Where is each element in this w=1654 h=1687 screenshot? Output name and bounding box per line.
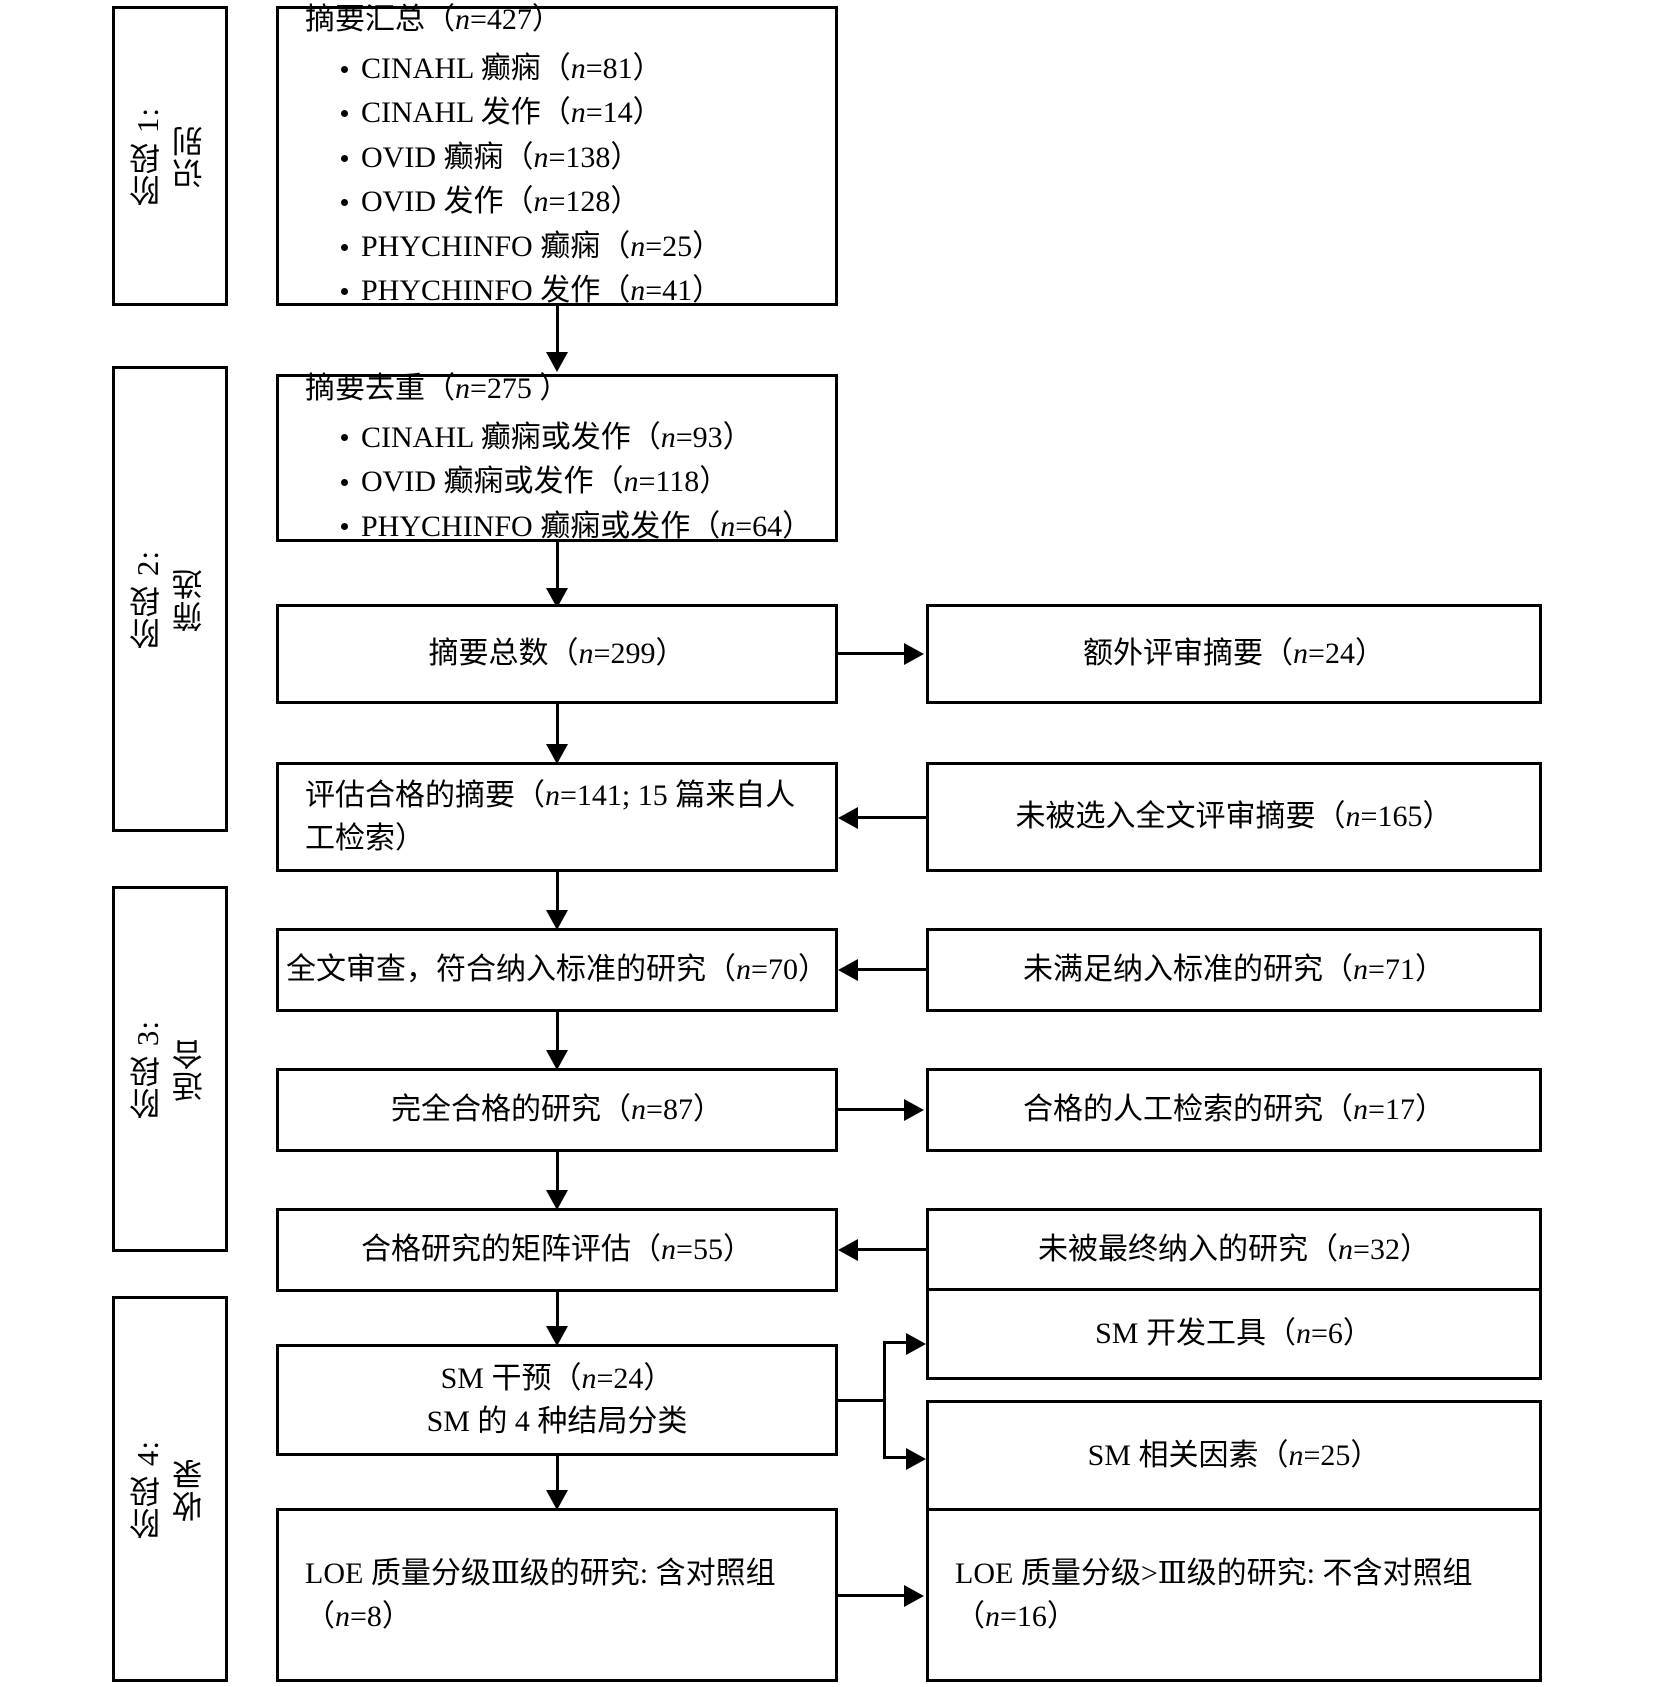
connector-excluded-to-fulltext bbox=[858, 968, 928, 971]
node-fulltext-excluded-title: 未满足纳入标准的研究（n=71） bbox=[1023, 953, 1445, 987]
node-abstracts-eligible-title: 评估合格的摘要（n=141; 15 篇来自人工检索） bbox=[305, 778, 796, 856]
connector-loe3-to-loeabove3 bbox=[838, 1594, 908, 1597]
node-loe-level3: LOE 质量分级Ⅲ级的研究: 含对照组（n=8） bbox=[276, 1508, 838, 1682]
node-handsearch-eligible: 合格的人工检索的研究（n=17） bbox=[926, 1068, 1542, 1152]
node-abstracts-extra-review: 额外评审摘要（n=24） bbox=[926, 604, 1542, 704]
list-item: CINAHL 癫痫（n=81） bbox=[339, 47, 722, 91]
stage-label-3: 阶段 3: 适合 bbox=[130, 1019, 208, 1119]
connector-matrix-to-sm bbox=[556, 1292, 559, 1332]
node-abstracts-total-title: 摘要总数（n=299） bbox=[428, 637, 686, 671]
node-matrix-eval-title: 合格研究的矩阵评估（n=55） bbox=[361, 1233, 753, 1267]
node-fulltext-included: 全文审查，符合纳入标准的研究（n=70） bbox=[276, 928, 838, 1012]
connector-sm-to-loe bbox=[556, 1456, 559, 1494]
node-fully-eligible-title: 完全合格的研究（n=87） bbox=[391, 1093, 723, 1127]
connector-sm-branch-stem bbox=[838, 1399, 886, 1402]
stage-label-4: 阶段 4: 收录 bbox=[130, 1439, 208, 1539]
node-fully-eligible: 完全合格的研究（n=87） bbox=[276, 1068, 838, 1152]
arrowhead-right bbox=[904, 643, 924, 665]
connector-eligible-to-handsearch bbox=[838, 1108, 908, 1111]
arrowhead-down bbox=[546, 1490, 568, 1510]
connector-notincluded-to-matrix bbox=[858, 1248, 928, 1251]
list-item: PHYCHINFO 发作（n=41） bbox=[339, 269, 722, 313]
node-fulltext-included-title: 全文审查，符合纳入标准的研究（n=70） bbox=[286, 953, 828, 987]
arrowhead-down bbox=[546, 744, 568, 764]
connector-total-to-eligible bbox=[556, 704, 559, 748]
list-item: OVID 癫痫（n=138） bbox=[339, 136, 722, 180]
node-sm-dev-tools-title: SM 开发工具（n=6） bbox=[1095, 1317, 1373, 1351]
node-sm-intervention-line2: SM 的 4 种结局分类 bbox=[426, 1405, 688, 1438]
node-matrix-eval: 合格研究的矩阵评估（n=55） bbox=[276, 1208, 838, 1292]
node-sm-related-factors: SM 相关因素（n=25） bbox=[926, 1400, 1542, 1512]
node-abstracts-pooled-list: CINAHL 癫痫（n=81） CINAHL 发作（n=14） OVID 癫痫（… bbox=[305, 46, 722, 314]
connector-eligible-to-fulltext bbox=[556, 872, 559, 916]
connector-total-to-extra bbox=[838, 652, 908, 655]
list-item: CINAHL 发作（n=14） bbox=[339, 91, 722, 135]
arrowhead-down bbox=[546, 1190, 568, 1210]
node-abstracts-extra-review-title: 额外评审摘要（n=24） bbox=[1083, 637, 1385, 671]
arrowhead-right bbox=[906, 1333, 926, 1355]
node-sm-related-factors-title: SM 相关因素（n=25） bbox=[1087, 1439, 1381, 1473]
node-abstracts-eligible: 评估合格的摘要（n=141; 15 篇来自人工检索） bbox=[276, 762, 838, 872]
stage-box-4: 阶段 4: 收录 bbox=[112, 1296, 228, 1682]
connector-pooled-to-dedup bbox=[556, 306, 559, 356]
stage-label-2: 阶段 2: 筛选 bbox=[130, 549, 208, 649]
arrowhead-down bbox=[546, 1050, 568, 1070]
node-loe-above3-title: LOE 质量分级>Ⅲ级的研究: 不含对照组（n=16） bbox=[955, 1556, 1473, 1634]
arrowhead-right bbox=[906, 1448, 926, 1470]
arrowhead-left bbox=[838, 959, 858, 981]
node-sm-dev-tools: SM 开发工具（n=6） bbox=[926, 1288, 1542, 1380]
connector-sm-branch-down bbox=[883, 1456, 910, 1459]
list-item: PHYCHINFO 癫痫（n=25） bbox=[339, 225, 722, 269]
arrowhead-down bbox=[546, 910, 568, 930]
list-item: PHYCHINFO 癫痫或发作（n=64） bbox=[339, 505, 812, 549]
connector-sm-branch-riser bbox=[883, 1341, 886, 1459]
node-fulltext-excluded: 未满足纳入标准的研究（n=71） bbox=[926, 928, 1542, 1012]
node-handsearch-eligible-title: 合格的人工检索的研究（n=17） bbox=[1023, 1093, 1445, 1127]
node-sm-intervention: SM 干预（n=24） SM 的 4 种结局分类 bbox=[276, 1344, 838, 1456]
arrowhead-left bbox=[838, 807, 858, 829]
stage-box-1: 阶段 1: 识别 bbox=[112, 6, 228, 306]
arrowhead-down bbox=[546, 588, 568, 608]
list-item: CINAHL 癫痫或发作（n=93） bbox=[339, 416, 812, 460]
node-loe-above3: LOE 质量分级>Ⅲ级的研究: 不含对照组（n=16） bbox=[926, 1508, 1542, 1682]
node-abstracts-dedup-list: CINAHL 癫痫或发作（n=93） OVID 癫痫或发作（n=118） PHY… bbox=[305, 415, 812, 550]
connector-fulltext-to-eligible bbox=[556, 1012, 559, 1056]
list-item: OVID 癫痫或发作（n=118） bbox=[339, 460, 812, 504]
node-abstracts-dedup: 摘要去重（n=275 ） CINAHL 癫痫或发作（n=93） OVID 癫痫或… bbox=[276, 372, 838, 543]
node-sm-intervention-line1: SM 干预（n=24） bbox=[440, 1361, 674, 1395]
connector-sm-branch-up bbox=[883, 1341, 910, 1344]
arrowhead-right bbox=[904, 1099, 924, 1121]
arrowhead-down bbox=[546, 1326, 568, 1346]
connector-notselected-to-eligible bbox=[858, 816, 928, 819]
node-abstracts-dedup-title: 摘要去重（n=275 ） bbox=[305, 372, 570, 405]
node-not-finally-included-title: 未被最终纳入的研究（n=32） bbox=[1038, 1233, 1430, 1267]
node-not-finally-included: 未被最终纳入的研究（n=32） bbox=[926, 1208, 1542, 1292]
arrowhead-right bbox=[904, 1585, 924, 1607]
list-item: OVID 发作（n=128） bbox=[339, 180, 722, 224]
stage-label-1: 阶段 1: 识别 bbox=[130, 106, 208, 206]
stage-box-3: 阶段 3: 适合 bbox=[112, 886, 228, 1252]
node-abstracts-not-selected: 未被选入全文评审摘要（n=165） bbox=[926, 762, 1542, 872]
connector-dedup-to-total bbox=[556, 542, 559, 592]
node-abstracts-pooled-title: 摘要汇总（n=427） bbox=[305, 3, 562, 37]
node-abstracts-pooled: 摘要汇总（n=427） CINAHL 癫痫（n=81） CINAHL 发作（n=… bbox=[276, 3, 838, 307]
node-abstracts-not-selected-title: 未被选入全文评审摘要（n=165） bbox=[1015, 800, 1453, 834]
node-loe-level3-title: LOE 质量分级Ⅲ级的研究: 含对照组（n=8） bbox=[305, 1556, 776, 1634]
arrowhead-left bbox=[838, 1239, 858, 1261]
node-abstracts-total: 摘要总数（n=299） bbox=[276, 604, 838, 704]
connector-eligible-to-matrix bbox=[556, 1152, 559, 1196]
stage-box-2: 阶段 2: 筛选 bbox=[112, 366, 228, 832]
arrowhead-down bbox=[546, 352, 568, 372]
